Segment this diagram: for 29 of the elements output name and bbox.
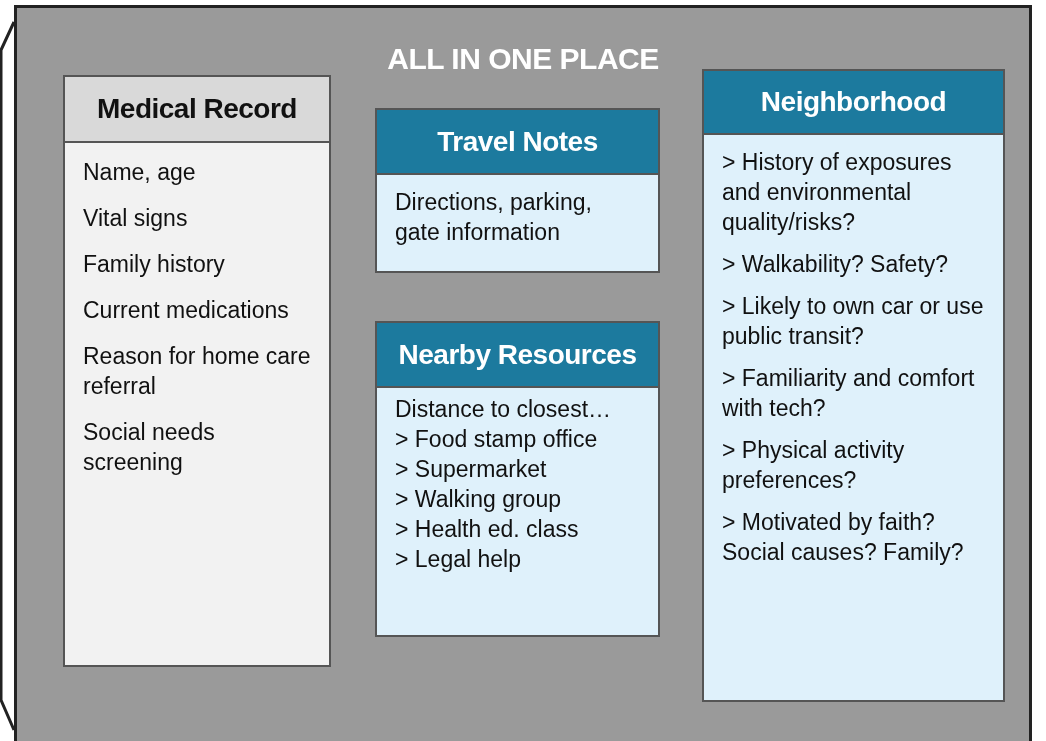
list-item: > History of exposures and environmental quality/risks? <box>722 148 953 237</box>
panel-background <box>14 5 1032 741</box>
list-item: Current medications <box>83 296 290 325</box>
card-header: Medical Record <box>65 77 329 143</box>
list-item: > Supermarket <box>395 455 548 484</box>
info-card <box>375 108 660 273</box>
list-item: > Food stamp office <box>395 425 599 454</box>
info-card <box>702 69 1005 702</box>
list-item: Family history <box>83 250 226 279</box>
list-item: Name, age <box>83 158 197 187</box>
list-item: > Familiarity and comfort with tech? <box>722 364 976 423</box>
list-item: > Motivated by faith? Social causes? Family? <box>722 508 965 567</box>
card-header: Travel Notes <box>377 110 658 175</box>
info-card <box>375 321 660 637</box>
list-item: Vital signs <box>83 204 189 233</box>
card-header: Neighborhood <box>704 71 1003 135</box>
list-item: > Physical activity preferences? <box>722 436 906 495</box>
list-item: > Health ed. class <box>395 515 580 544</box>
list-item: > Likely to own car or use public transit? <box>722 292 985 351</box>
list-item: > Walkability? Safety? <box>722 250 950 279</box>
list-item: Directions, parking, gate information <box>395 188 593 247</box>
info-card <box>63 75 331 667</box>
card-header: Nearby Resources <box>377 323 658 388</box>
list-item: > Legal help <box>395 545 522 574</box>
panel-title: ALL IN ONE PLACE <box>386 42 660 76</box>
list-item: > Walking group <box>395 485 562 514</box>
list-item: Distance to closest… <box>395 395 613 424</box>
list-item: Social needs screening <box>83 418 216 477</box>
list-item: Reason for home care referral <box>83 342 311 401</box>
